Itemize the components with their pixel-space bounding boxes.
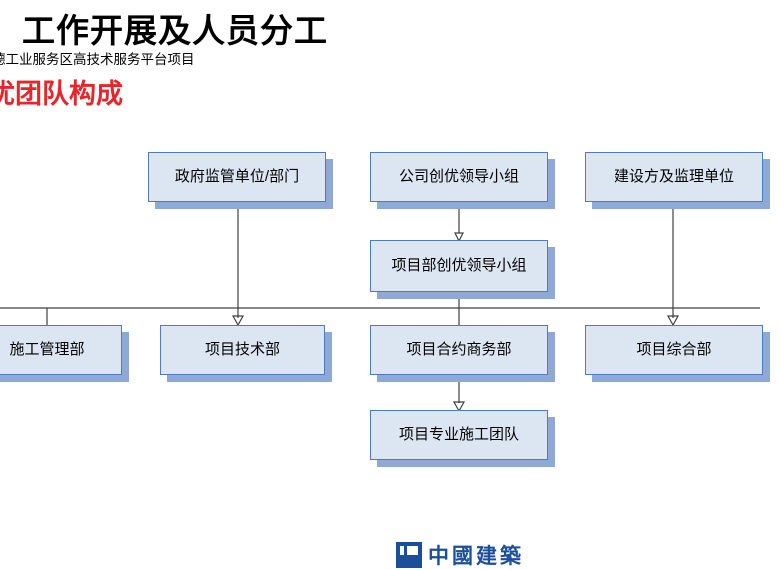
page-title: 工作开展及人员分工 bbox=[22, 12, 328, 49]
node-project-lead-group[interactable]: 项目部创优领导小组 bbox=[370, 240, 555, 299]
node-contract-commercial-dept[interactable]: 项目合约商务部 bbox=[370, 325, 555, 382]
node-technical-dept[interactable]: 项目技术部 bbox=[160, 325, 332, 382]
company-name: 中國建築 bbox=[428, 544, 524, 568]
project-subtitle: 德工业服务区高技术服务平台项目 bbox=[0, 52, 195, 67]
cscec-logo-icon bbox=[396, 542, 422, 568]
node-label: 项目技术部 bbox=[160, 325, 325, 375]
node-label: 施工管理部 bbox=[0, 325, 122, 375]
node-label: 项目合约商务部 bbox=[370, 325, 548, 375]
node-label: 项目综合部 bbox=[585, 325, 763, 375]
node-label: 建设方及监理单位 bbox=[585, 152, 763, 202]
node-owner-supervisor[interactable]: 建设方及监理单位 bbox=[585, 152, 770, 209]
footer-logo: 中國建築 bbox=[396, 540, 524, 570]
node-label: 项目专业施工团队 bbox=[370, 410, 548, 460]
node-label: 项目部创优领导小组 bbox=[370, 240, 548, 292]
node-professional-team[interactable]: 项目专业施工团队 bbox=[370, 410, 555, 467]
node-gov[interactable]: 政府监管单位/部门 bbox=[148, 152, 333, 209]
node-label: 公司创优领导小组 bbox=[370, 152, 548, 202]
node-construction-management[interactable]: 施工管理部 bbox=[0, 325, 129, 382]
node-general-affairs-dept[interactable]: 项目综合部 bbox=[585, 325, 770, 382]
node-label: 政府监管单位/部门 bbox=[148, 152, 326, 202]
node-company-lead[interactable]: 公司创优领导小组 bbox=[370, 152, 555, 209]
section-heading: 优团队构成 bbox=[0, 79, 123, 109]
